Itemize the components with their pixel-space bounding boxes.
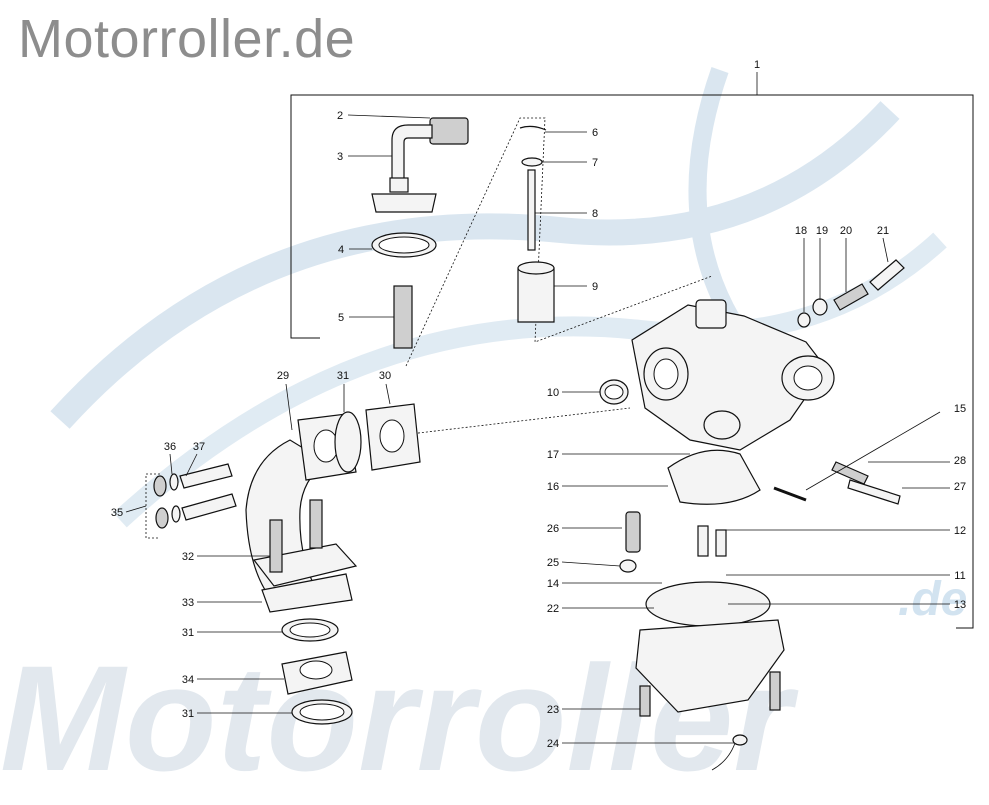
part-number-label: 36	[164, 441, 176, 453]
part-number-label: 34	[182, 674, 194, 686]
part-number-label: 10	[547, 387, 559, 399]
site-title: Motorroller.de	[18, 9, 356, 69]
part-number-label: 13	[954, 599, 966, 611]
part-number-label: 8	[592, 208, 598, 220]
part-number-label: 2	[337, 110, 343, 122]
part-number-label: 14	[547, 578, 559, 590]
part-number-label: 11	[954, 570, 965, 582]
part-number-label: 35	[111, 507, 123, 519]
leader-line	[805, 411, 941, 491]
part-number-label: 31	[337, 370, 349, 382]
part-number-label: 18	[795, 225, 807, 237]
part-number-label: 3	[337, 151, 343, 163]
carburetor-body	[599, 299, 835, 451]
leader-line	[185, 453, 198, 477]
leader-line	[169, 453, 173, 475]
choke-cap-group	[371, 117, 469, 349]
part-number-label: 22	[547, 603, 559, 615]
adjust-screws	[773, 259, 905, 505]
part-number-label: 19	[816, 225, 828, 237]
leader-line	[125, 505, 147, 513]
part-number-label: 28	[954, 455, 966, 467]
intake-manifold-group	[245, 403, 421, 725]
part-number-label: 31	[182, 627, 194, 639]
part-number-label: 5	[338, 312, 344, 324]
part-number-label: 6	[592, 127, 598, 139]
needle-group	[517, 125, 555, 323]
part-number-label: 37	[193, 441, 205, 453]
part-number-label: 33	[182, 597, 194, 609]
part-number-label: 4	[338, 244, 344, 256]
assembly-frame	[290, 94, 974, 629]
float-chamber-group	[619, 449, 785, 771]
leader-line	[561, 561, 621, 567]
part-number-label: 21	[877, 225, 889, 237]
part-number-label: 15	[954, 403, 966, 415]
part-number-label: 17	[547, 449, 559, 461]
part-number-label: 29	[277, 370, 289, 382]
leader-line	[882, 237, 889, 263]
leader-lines	[125, 114, 950, 744]
part-number-label: 7	[592, 157, 598, 169]
leader-line	[385, 383, 391, 405]
leader-line	[347, 114, 431, 119]
part-number-label: 25	[547, 557, 559, 569]
part-number-label: 24	[547, 738, 559, 750]
watermark-text: Motorroller .de	[0, 573, 967, 802]
leader-line	[285, 383, 293, 431]
part-number-label: 26	[547, 523, 559, 535]
part-number-label: 31	[182, 708, 194, 720]
part-number-label: 27	[954, 481, 966, 493]
part-number-label: 9	[592, 281, 598, 293]
part-number-label: 12	[954, 525, 966, 537]
svg-text:.de: .de	[898, 573, 967, 626]
part-number-label: 32	[182, 551, 194, 563]
side-screws	[145, 463, 237, 539]
part-number-label: 1	[754, 59, 760, 71]
part-number-label: 20	[840, 225, 852, 237]
part-number-label: 30	[379, 370, 391, 382]
part-number-label: 23	[547, 704, 559, 716]
part-number-label: 16	[547, 481, 559, 493]
